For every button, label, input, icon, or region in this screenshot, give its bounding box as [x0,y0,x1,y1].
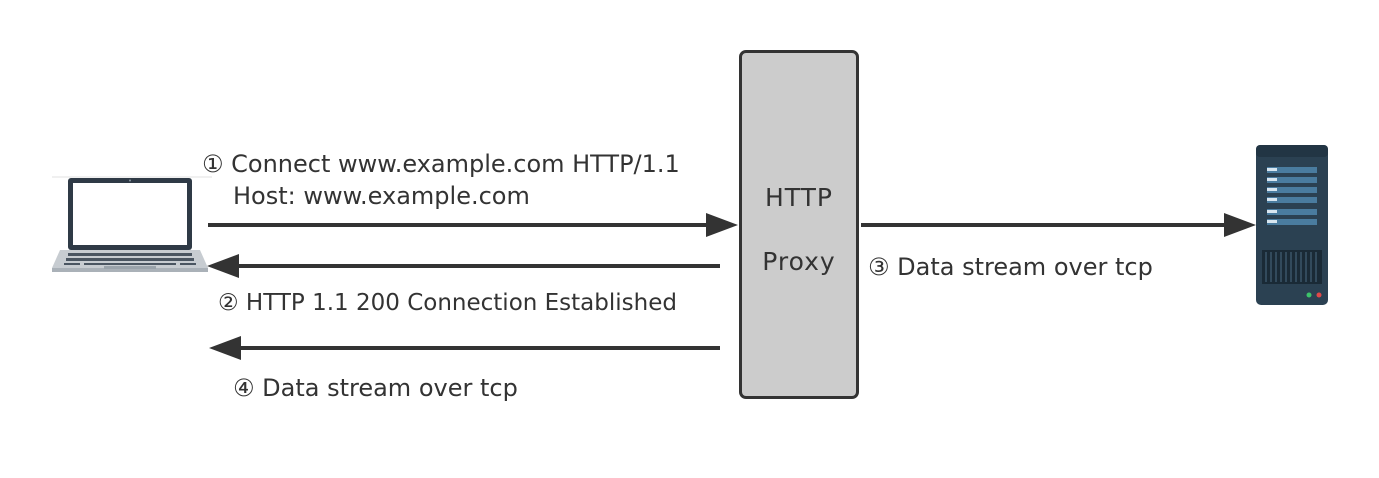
step1-label-line2: Host: www.example.com [233,182,530,210]
proxy-label-line1: HTTP [765,183,833,212]
step2-label: ② HTTP 1.1 200 Connection Established [218,290,677,316]
step4-label: ④ Data stream over tcp [233,374,518,402]
server-icon [1256,145,1328,305]
step3-label: ③ Data stream over tcp [868,253,1153,281]
arrow-connect-request [208,213,738,237]
http-proxy-box: HTTP Proxy [739,50,859,399]
proxy-label-line2: Proxy [762,247,836,276]
step1-label-line1: ① Connect www.example.com HTTP/1.1 [202,150,680,178]
arrow-connection-established [207,254,720,278]
arrow-data-stream-to-client [209,336,720,360]
arrow-data-stream-to-server [861,213,1256,237]
laptop-icon [52,176,212,272]
